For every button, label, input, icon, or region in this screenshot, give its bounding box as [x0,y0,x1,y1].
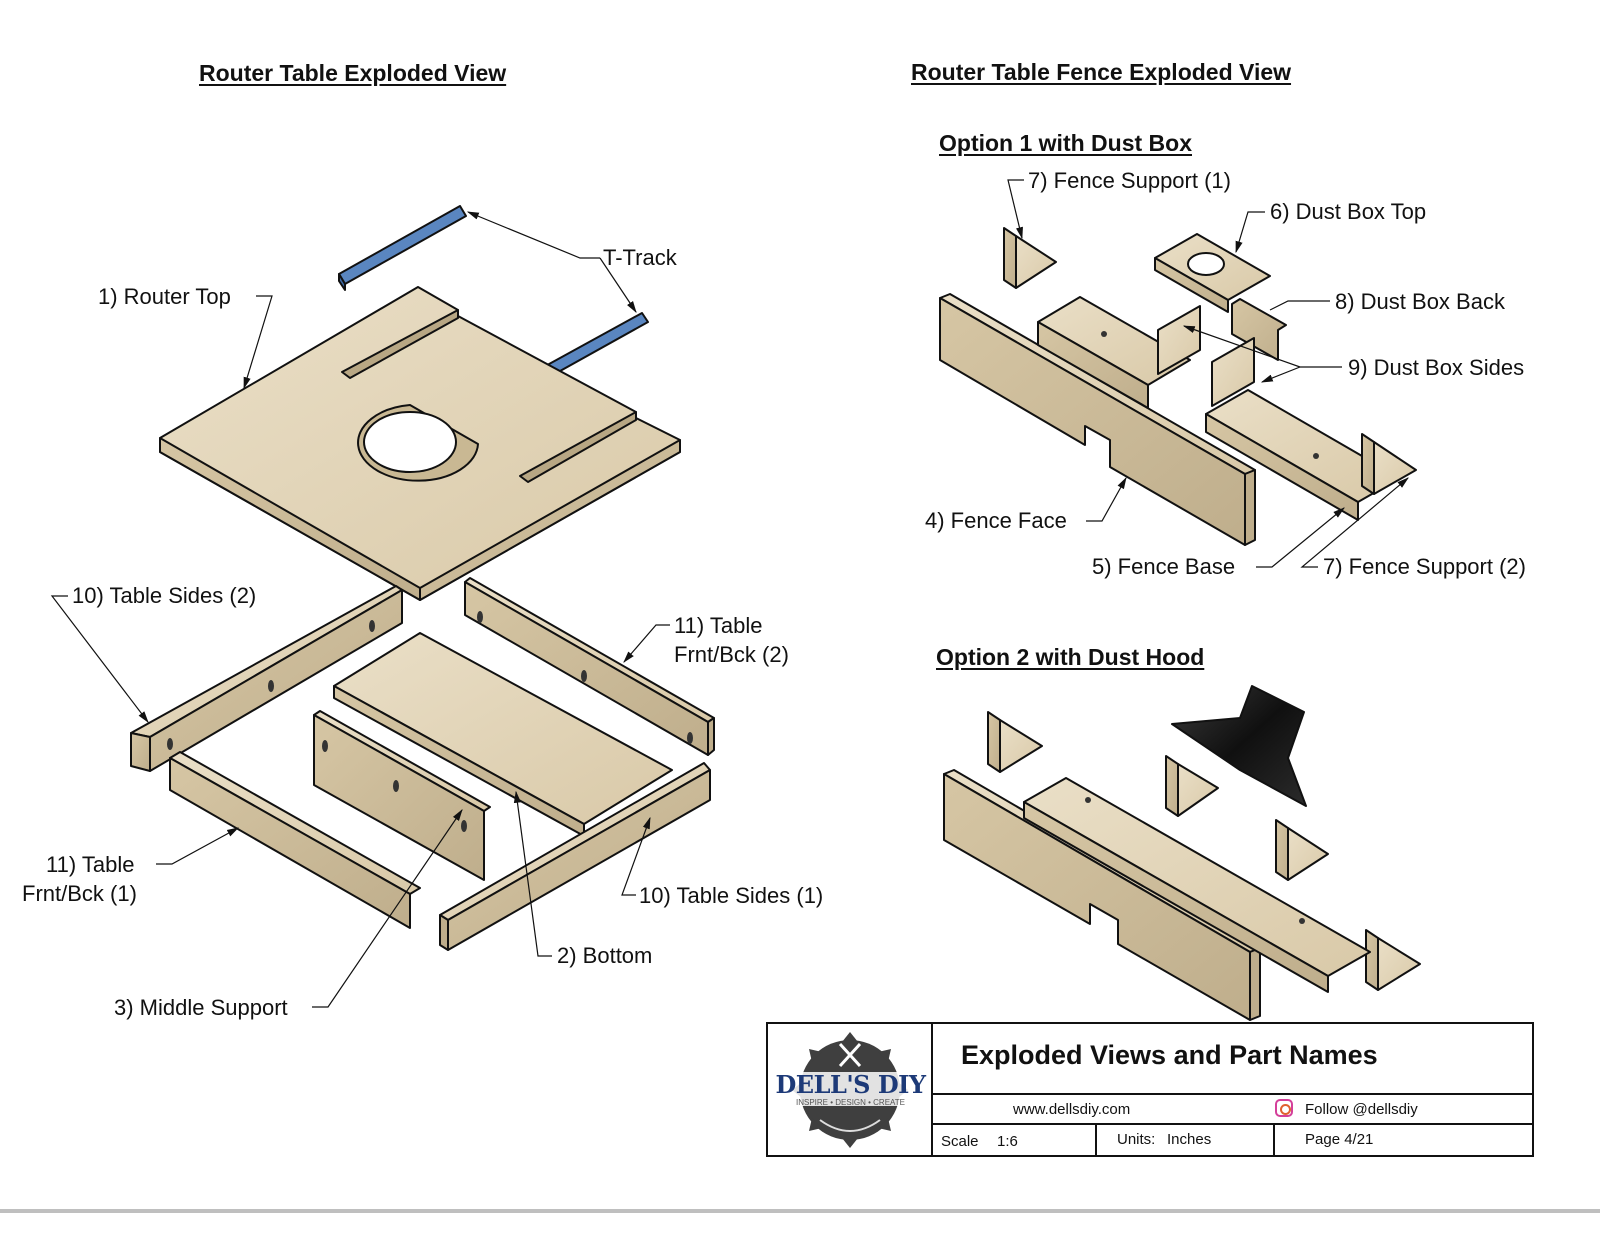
units-cell: Units: Inches [1097,1125,1275,1155]
opt1-dust-box-top [1154,233,1271,313]
page-cell: Page 4/21 [1275,1125,1534,1155]
saw-blade-logo-icon [772,1032,929,1148]
label-router-top: 1) Router Top [98,284,231,309]
logo-name: DELL'S DIY [775,1070,926,1099]
label-table-frnt-bck-1-line2: Frnt/Bck (1) [22,881,137,906]
logo-tagline: INSPIRE • DESIGN • CREATE [795,1098,906,1107]
label-dust-box-back: 8) Dust Box Back [1335,289,1505,314]
middle-support [313,710,491,881]
info-row: www.dellsdiy.com Follow @dellsdiy [933,1095,1534,1125]
page-number: Page 4/21 [1305,1131,1374,1148]
title-block: DELL'S DIY INSPIRE • DESIGN • CREATE Exp… [766,1022,1534,1157]
opt2-dust-hood [1171,685,1307,807]
router-top-panel [159,286,681,601]
label-fence-face: 4) Fence Face [925,508,1067,533]
label-table-frnt-bck-2-line2: Frnt/Bck (2) [674,642,789,667]
label-t-track: T-Track [603,245,677,270]
scale-label: Scale [941,1133,979,1150]
units-value: Inches [1167,1131,1212,1148]
label-table-frnt-bck-1-line1: 11) Table [46,852,135,877]
units-label: Units: [1117,1131,1156,1148]
instagram-icon [1275,1099,1293,1117]
opt2-fence-support-c [1275,819,1329,881]
label-dust-box-sides: 9) Dust Box Sides [1348,355,1525,380]
label-fence-base: 5) Fence Base [1092,554,1236,579]
label-middle-support: 3) Middle Support [114,995,288,1020]
label-fence-support-1: 7) Fence Support (1) [1028,168,1231,193]
opt1-fence-support-2 [1361,433,1417,495]
opt2-fence-support-a [987,711,1043,773]
title-cell: Exploded Views and Part Names [933,1024,1534,1095]
router-table-heading: Router Table Exploded View [199,60,507,86]
page-bottom-edge [0,1209,1600,1213]
table-frnt-bck-1 [169,751,421,929]
table-side-1 [439,762,711,951]
social-handle[interactable]: Follow @dellsdiy [1305,1101,1418,1118]
label-bottom: 2) Bottom [557,943,653,968]
label-fence-support-2: 7) Fence Support (2) [1323,554,1526,579]
opt1-fence-support-1 [1003,227,1057,289]
table-side-2 [130,585,403,772]
scale-value: 1:6 [997,1133,1018,1150]
fence-heading: Router Table Fence Exploded View [911,59,1292,85]
table-frnt-bck-2 [464,577,715,756]
option1-heading: Option 1 with Dust Box [939,130,1192,156]
opt2-fence-base [1023,777,1371,993]
label-dust-box-top: 6) Dust Box Top [1270,199,1427,224]
label-table-sides-2: 10) Table Sides (2) [72,583,257,608]
opt1-dust-box-back [1231,298,1287,361]
label-table-frnt-bck-2-line1: 11) Table [674,613,763,638]
opt1-dust-box-side-a [1157,305,1201,375]
opt1-fence-face [939,293,1256,546]
scale-cell: Scale 1:6 [933,1125,1097,1155]
logo-cell: DELL'S DIY INSPIRE • DESIGN • CREATE [768,1024,933,1155]
drawing-title: Exploded Views and Part Names [961,1040,1378,1070]
opt2-fence-support-b [1165,755,1219,817]
t-track-1 [338,205,467,291]
website-link[interactable]: www.dellsdiy.com [1013,1101,1131,1118]
opt1-fence-base-left [1037,296,1191,409]
label-table-sides-1: 10) Table Sides (1) [639,883,824,908]
option2-heading: Option 2 with Dust Hood [936,644,1205,670]
opt2-fence-support-d [1365,929,1421,991]
